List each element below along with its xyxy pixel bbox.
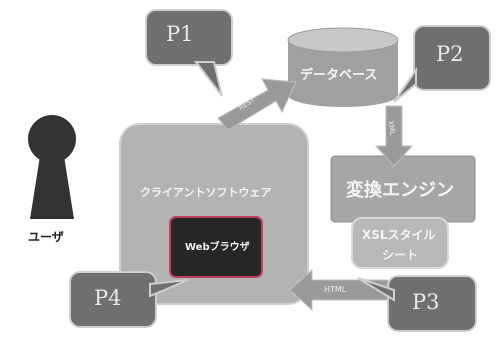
xsl-stylesheet-box bbox=[351, 217, 449, 269]
callout-p4-label: P4 bbox=[94, 286, 122, 310]
callout-p1-label: P1 bbox=[166, 22, 194, 46]
xml-arrow bbox=[374, 105, 414, 167]
database-cylinder bbox=[287, 27, 399, 107]
conversion-engine-label: 変換エンジン bbox=[346, 180, 454, 201]
user-figure bbox=[28, 115, 76, 219]
callout-p1-shape bbox=[145, 9, 233, 97]
client-software-label: クライアントソフトウェア bbox=[140, 186, 272, 199]
callout-p2-shape bbox=[393, 25, 491, 103]
web-browser-label: Webブラウザ bbox=[185, 242, 250, 253]
callout-p4-shape bbox=[69, 271, 189, 328]
rest-arrow bbox=[217, 78, 297, 131]
callout-p2-label: P2 bbox=[436, 42, 464, 66]
web-browser-box bbox=[169, 216, 263, 278]
database-label: データベース bbox=[300, 68, 378, 83]
user-label: ユーザ bbox=[28, 230, 64, 244]
xsl-stylesheet-label-line1: XSLスタイル bbox=[362, 228, 436, 242]
xsl-stylesheet-label-line2: シート bbox=[382, 248, 419, 262]
callout-p3-label: P3 bbox=[412, 290, 440, 314]
callout-p3-shape bbox=[357, 275, 477, 332]
html-arrow-label: HTML bbox=[324, 285, 347, 294]
